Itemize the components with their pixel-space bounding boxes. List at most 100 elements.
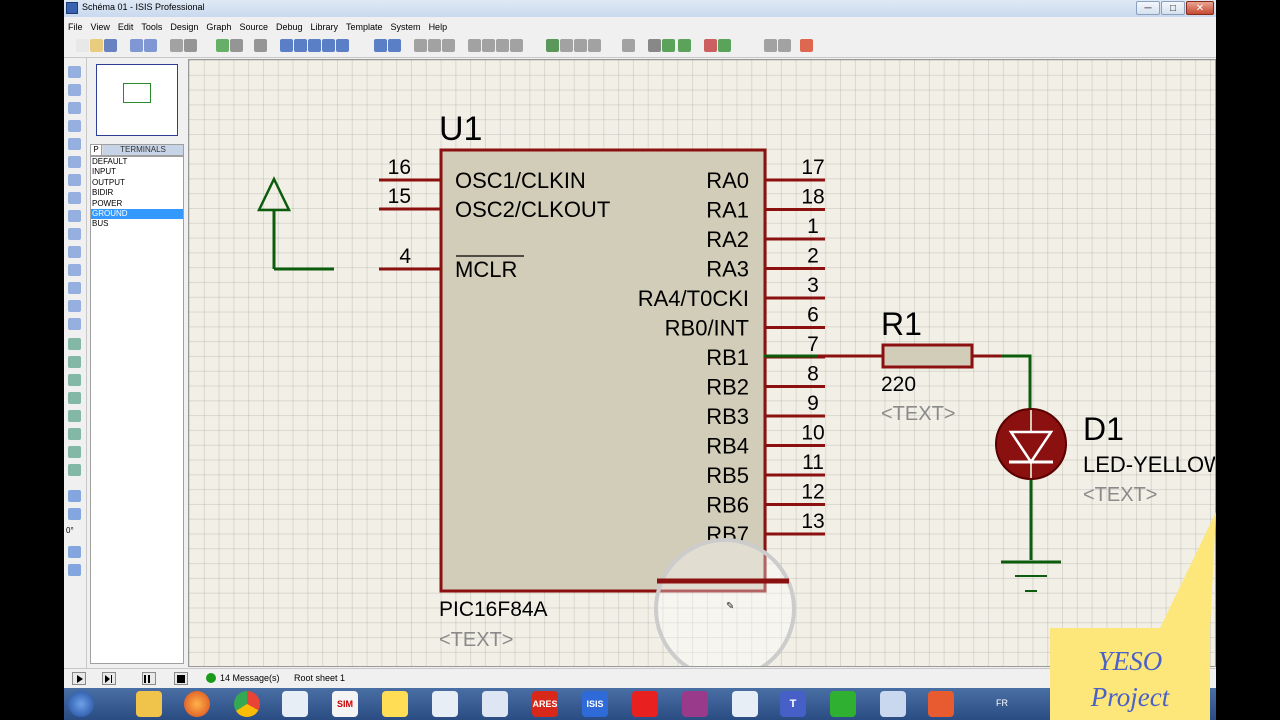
menu-library[interactable]: Library	[310, 22, 339, 32]
flash-icon[interactable]	[682, 691, 708, 717]
probe-voltage-icon[interactable]	[68, 282, 81, 294]
instrument-icon[interactable]	[68, 318, 81, 330]
teams-icon[interactable]: T	[780, 691, 806, 717]
symbol-icon[interactable]	[68, 446, 81, 458]
remove-sheet-icon[interactable]	[704, 39, 717, 52]
menu-system[interactable]: System	[390, 22, 421, 32]
zoom-in-icon[interactable]	[294, 39, 307, 52]
sim-icon[interactable]: SIM	[332, 691, 358, 717]
erc-icon[interactable]	[778, 39, 791, 52]
pencil-icon[interactable]	[732, 691, 758, 717]
start-orb-icon[interactable]	[68, 691, 94, 717]
selection-mode-icon[interactable]	[68, 66, 81, 78]
redo-icon[interactable]	[388, 39, 401, 52]
ccs-compiler-icon[interactable]	[632, 691, 658, 717]
pick-icon[interactable]	[546, 39, 559, 52]
mirror-x-icon[interactable]	[68, 546, 81, 558]
generator-icon[interactable]	[68, 264, 81, 276]
ares-icon[interactable]: ARES	[532, 691, 558, 717]
make-device-icon[interactable]	[560, 39, 573, 52]
zoom-out-icon[interactable]	[308, 39, 321, 52]
wire-autoroute-icon[interactable]	[622, 39, 635, 52]
pick-devices-tab[interactable]: P	[91, 145, 102, 155]
text-script-icon[interactable]	[68, 138, 81, 150]
circle-icon[interactable]	[68, 374, 81, 386]
block-rotate-icon[interactable]	[496, 39, 509, 52]
terminal-item-ground[interactable]: GROUND	[91, 208, 183, 220]
new-icon[interactable]	[76, 39, 89, 52]
menu-view[interactable]: View	[90, 22, 110, 32]
tool-icon[interactable]	[382, 691, 408, 717]
terminal-item-default[interactable]: DEFAULT	[92, 157, 128, 166]
paste-icon[interactable]	[442, 39, 455, 52]
marker-icon[interactable]	[68, 464, 81, 476]
exit-sheet-icon[interactable]	[718, 39, 731, 52]
menu-edit[interactable]: Edit	[117, 22, 134, 32]
netlist-icon[interactable]	[800, 39, 813, 52]
graph-icon[interactable]	[68, 228, 81, 240]
new-sheet-icon[interactable]	[678, 39, 691, 52]
terminal-item-power[interactable]: POWER	[92, 198, 123, 208]
chrome-icon[interactable]	[234, 691, 260, 717]
zoom-all-icon[interactable]	[322, 39, 335, 52]
ground-terminal[interactable]	[1001, 560, 1061, 592]
import-icon[interactable]	[130, 39, 143, 52]
firefox-icon[interactable]	[184, 691, 210, 717]
menu-tools[interactable]: Tools	[141, 22, 163, 32]
decompose-icon[interactable]	[588, 39, 601, 52]
probe-current-icon[interactable]	[68, 300, 81, 312]
overview-viewport-frame[interactable]	[123, 83, 151, 103]
open-icon[interactable]	[90, 39, 103, 52]
block-move-icon[interactable]	[482, 39, 495, 52]
menu-template[interactable]: Template	[346, 22, 383, 32]
wire-label-icon[interactable]	[68, 120, 81, 132]
menu-source[interactable]: Source	[239, 22, 268, 32]
component-mode-icon[interactable]	[68, 84, 81, 96]
undo-icon[interactable]	[374, 39, 387, 52]
menu-graph[interactable]: Graph	[206, 22, 232, 32]
bus-icon[interactable]	[68, 156, 81, 168]
rotate-cw-icon[interactable]	[68, 490, 81, 502]
arc-icon[interactable]	[68, 392, 81, 404]
junction-icon[interactable]	[68, 102, 81, 114]
save-icon[interactable]	[104, 39, 117, 52]
search-icon[interactable]	[648, 39, 661, 52]
path-icon[interactable]	[68, 410, 81, 422]
line-icon[interactable]	[68, 338, 81, 350]
calculator-icon[interactable]	[432, 691, 458, 717]
menu-file[interactable]: File	[68, 22, 83, 32]
terminal-item-bidir[interactable]: BIDIR	[92, 188, 114, 198]
block-delete-icon[interactable]	[510, 39, 523, 52]
area-icon[interactable]	[184, 39, 197, 52]
power-terminal[interactable]	[257, 176, 334, 271]
grid-icon[interactable]	[230, 39, 243, 52]
messages-count[interactable]: 14 Message(s)	[220, 673, 280, 683]
block-copy-icon[interactable]	[468, 39, 481, 52]
cut-icon[interactable]	[414, 39, 427, 52]
property-icon[interactable]	[662, 39, 675, 52]
export-icon[interactable]	[144, 39, 157, 52]
rotate-ccw-icon[interactable]	[68, 508, 81, 520]
pin-icon[interactable]	[68, 210, 81, 222]
origin-icon[interactable]	[254, 39, 267, 52]
terminal-item-bus[interactable]: BUS	[92, 219, 109, 229]
isis-lite-icon[interactable]	[282, 691, 308, 717]
maximize-button[interactable]: □	[1161, 1, 1185, 15]
paint-icon[interactable]	[880, 691, 906, 717]
zoom-area-icon[interactable]	[336, 39, 349, 52]
rotation-field[interactable]: 0°	[66, 526, 74, 535]
plane-icon[interactable]	[482, 691, 508, 717]
refresh-icon[interactable]	[216, 39, 229, 52]
terminal-item-input[interactable]: INPUT	[92, 167, 116, 177]
text-icon[interactable]	[68, 428, 81, 440]
subcircuit-icon[interactable]	[68, 174, 81, 186]
language-indicator[interactable]: FR	[996, 698, 1008, 708]
close-button[interactable]: ✕	[1186, 1, 1214, 15]
package-icon[interactable]	[574, 39, 587, 52]
minimize-button[interactable]: ─	[1136, 1, 1160, 15]
print-icon[interactable]	[170, 39, 183, 52]
menu-debug[interactable]: Debug	[275, 22, 303, 32]
c-app-icon[interactable]	[928, 691, 954, 717]
pan-icon[interactable]	[280, 39, 293, 52]
